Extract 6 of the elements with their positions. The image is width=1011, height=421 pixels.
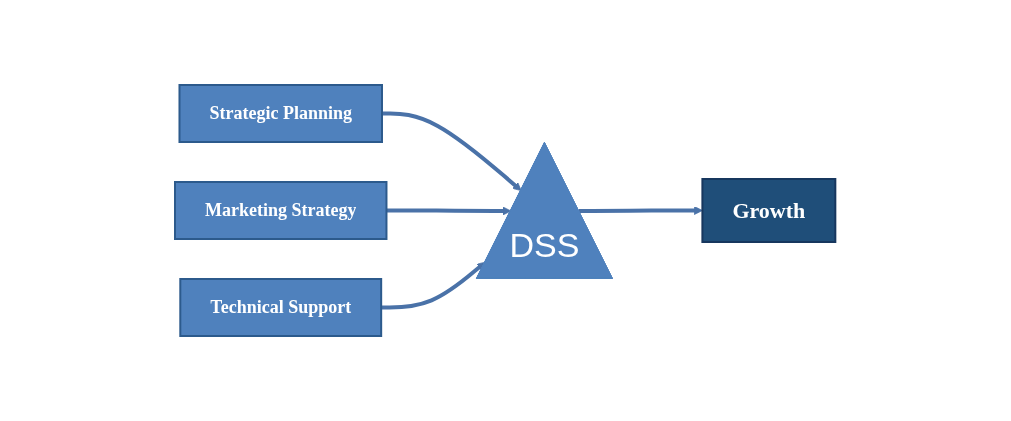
node-box: Technical Support — [179, 278, 383, 337]
node-box: Strategic Planning — [178, 84, 384, 143]
arrow — [382, 111, 522, 191]
node-box: Marketing Strategy — [174, 181, 388, 240]
node-box: Growth — [701, 178, 837, 243]
arrow — [386, 206, 512, 216]
